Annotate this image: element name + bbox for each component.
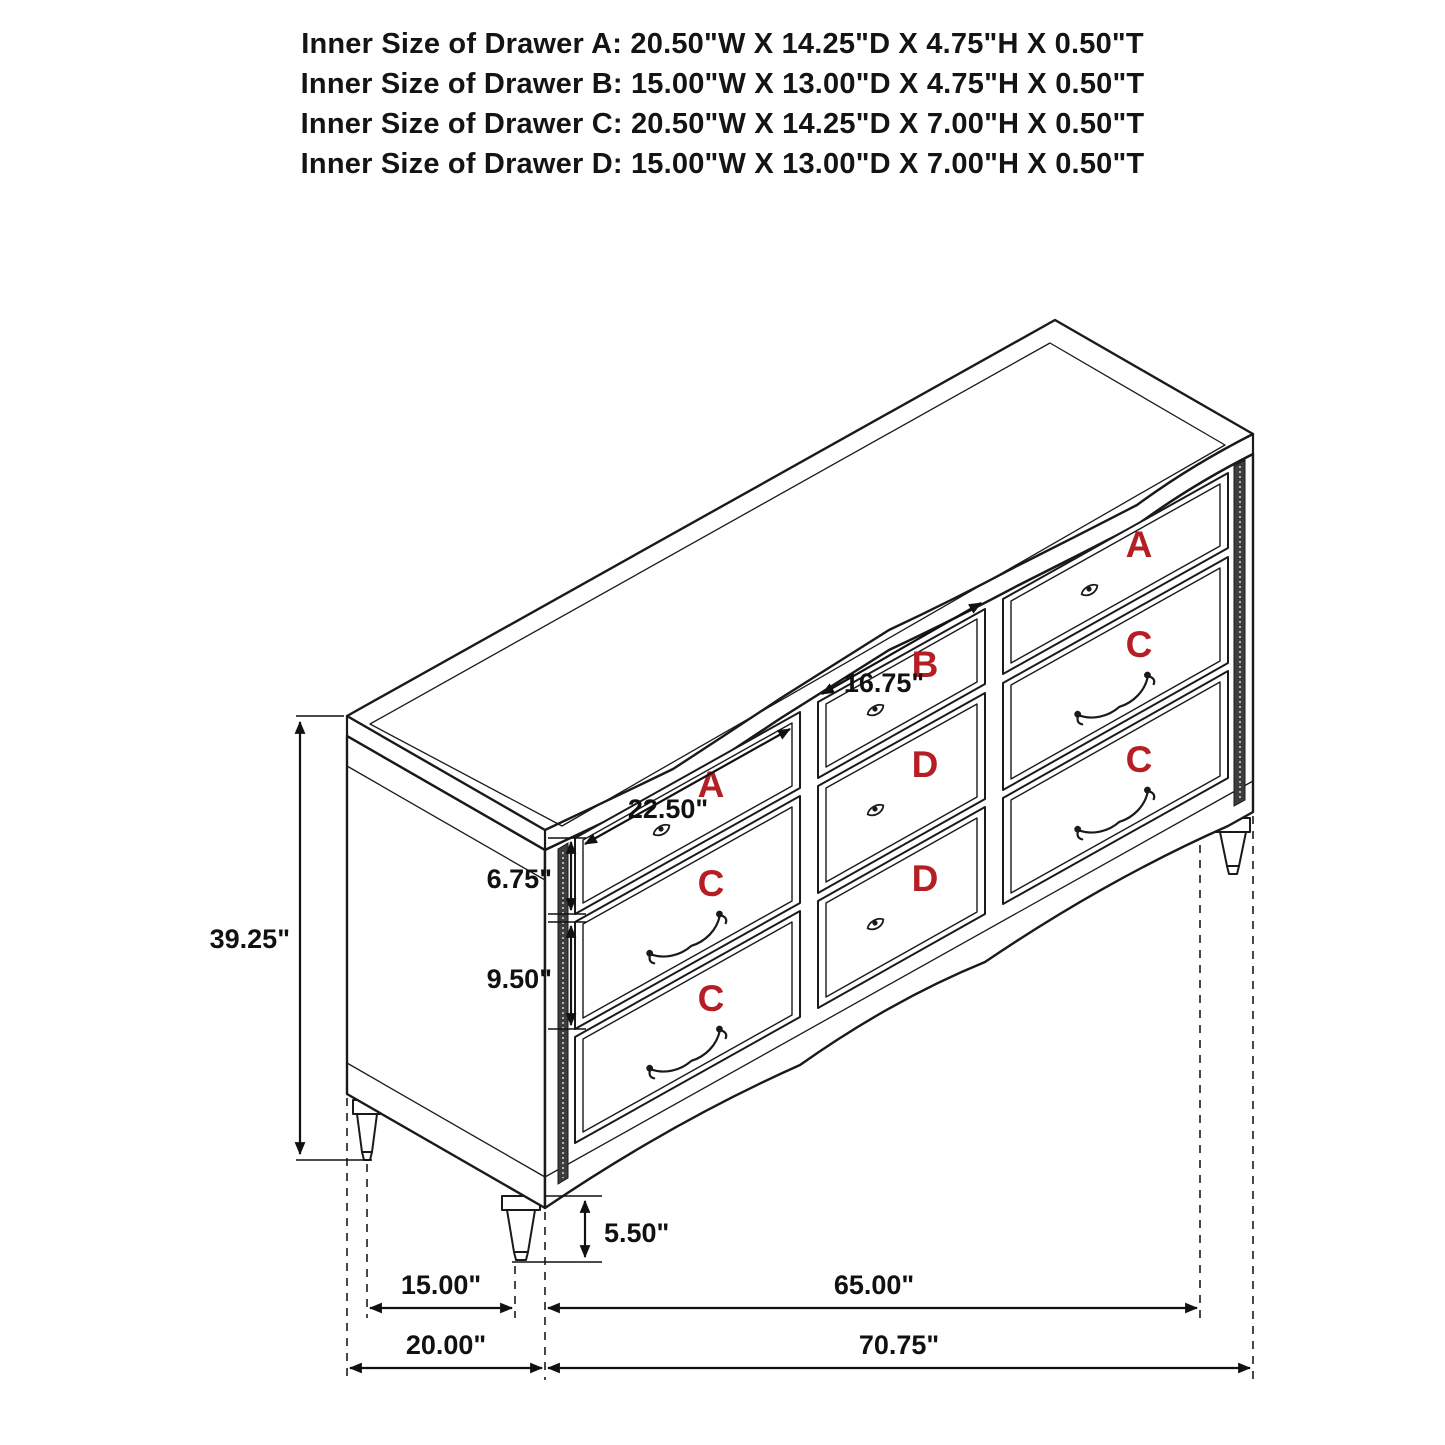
drawer-label-C: C [1126,739,1153,780]
leg-shaft [356,1113,378,1153]
drawer-label-A: A [1126,524,1153,565]
middle-drawer-width-label: 16.75" [844,668,924,698]
middle-drawer-width-dimension: 16.75" [821,602,982,698]
leg-depth-label: 15.00" [401,1270,481,1300]
drawer-inner-panel [582,806,793,1019]
drawer-area-width-label: 65.00" [834,1270,914,1300]
drawer-right-bottom-C: C [1002,670,1229,905]
overall-height-dimension: 39.25" [210,715,372,1161]
drawer-front [817,806,986,1009]
drawer-knob-pull [1080,583,1099,597]
leg-height-dimension: 5.50" [512,1195,669,1263]
lower-drawer-height-label: 9.50" [487,964,552,994]
lower-drawer-height-dimension: 9.50" [487,921,586,1030]
drawer-inner-panel [825,817,978,998]
drawer-label-C: C [698,978,725,1019]
drawer-inner-panel [1010,483,1221,664]
drawer-area-width-dimension: 65.00" [546,1270,1199,1314]
overall-depth-label: 20.00" [406,1330,486,1360]
dimension-annotations: 39.25" 22.50" 16.75" 6.75" [210,602,1252,1374]
drawer-right-top-A: A [1002,472,1229,675]
inner-size-line-b: Inner Size of Drawer B: 15.00"W X 13.00"… [300,68,1145,100]
drawer-left-bottom-C: C [574,910,801,1144]
inner-size-line-d: Inner Size of Drawer D: 15.00"W X 13.00"… [300,148,1145,180]
drawer-inner-panel [1010,681,1221,894]
drawer-inner-panel [1010,567,1221,780]
drawer-knob-pull [866,917,885,931]
overall-width-label: 70.75" [859,1330,939,1360]
drawer-bail-handle [646,1025,728,1080]
leg-foot [361,1151,373,1161]
left-drawer-width-dimension: 22.50" [584,728,791,845]
drawer-bail-handle [1074,671,1156,726]
left-drawer-width-label: 22.50" [628,794,708,824]
drawer-label-D: D [912,858,939,899]
overall-width-dimension: 70.75" [546,1330,1252,1374]
drawer-middle-middle-D: D [817,692,986,894]
dimension-arrow [584,728,791,845]
leg-foot [513,1251,529,1261]
drawer-right-middle-C: C [1002,556,1229,791]
top-thickness-band [345,432,1255,852]
drawer-front [1002,670,1229,905]
drawer-front [1002,472,1229,675]
leg-shaft [1219,831,1247,867]
front-left-leg [501,1195,541,1261]
drawer-front [1002,556,1229,791]
top-drawer-height-dimension: 6.75" [487,837,586,915]
drawer-bail-handle [1074,786,1156,841]
leg-height-label: 5.50" [604,1218,669,1248]
drawer-inner-panel [582,921,793,1133]
inner-size-line-c: Inner Size of Drawer C: 20.50"W X 14.25"… [300,108,1145,140]
leg-depth-dimension: 15.00" [368,1270,514,1314]
drawer-knob-pull [866,703,885,717]
drawer-label-C: C [698,863,725,904]
dresser-drawing: A C [345,318,1255,1261]
drawer-inner-panel [825,703,978,883]
drawer-knob-pull [866,803,885,817]
front-base-molding [544,780,1254,1178]
drawer-front [574,910,801,1144]
drawer-left-middle-C: C [574,795,801,1030]
overall-height-label: 39.25" [210,924,290,954]
inner-size-title-block: Inner Size of Drawer A: 20.50"W X 14.25"… [0,24,1445,184]
side-top-molding [346,765,546,881]
dimension-arrow [821,602,982,695]
leg-foot [1226,865,1240,875]
drawer-bail-handle [646,910,728,965]
drawer-front [817,692,986,894]
side-base-molding [346,1062,546,1178]
drawer-middle-bottom-D: D [817,806,986,1009]
top-drawer-height-label: 6.75" [487,864,552,894]
drawer-label-C: C [1126,624,1153,665]
projection-lines [346,816,1254,1380]
leg-shaft [506,1209,536,1253]
overall-depth-dimension: 20.00" [348,1330,544,1374]
inner-size-line-a: Inner Size of Drawer A: 20.50"W X 14.25"… [301,28,1144,60]
drawer-label-D: D [912,744,939,785]
top-molded-edge [369,342,1226,827]
